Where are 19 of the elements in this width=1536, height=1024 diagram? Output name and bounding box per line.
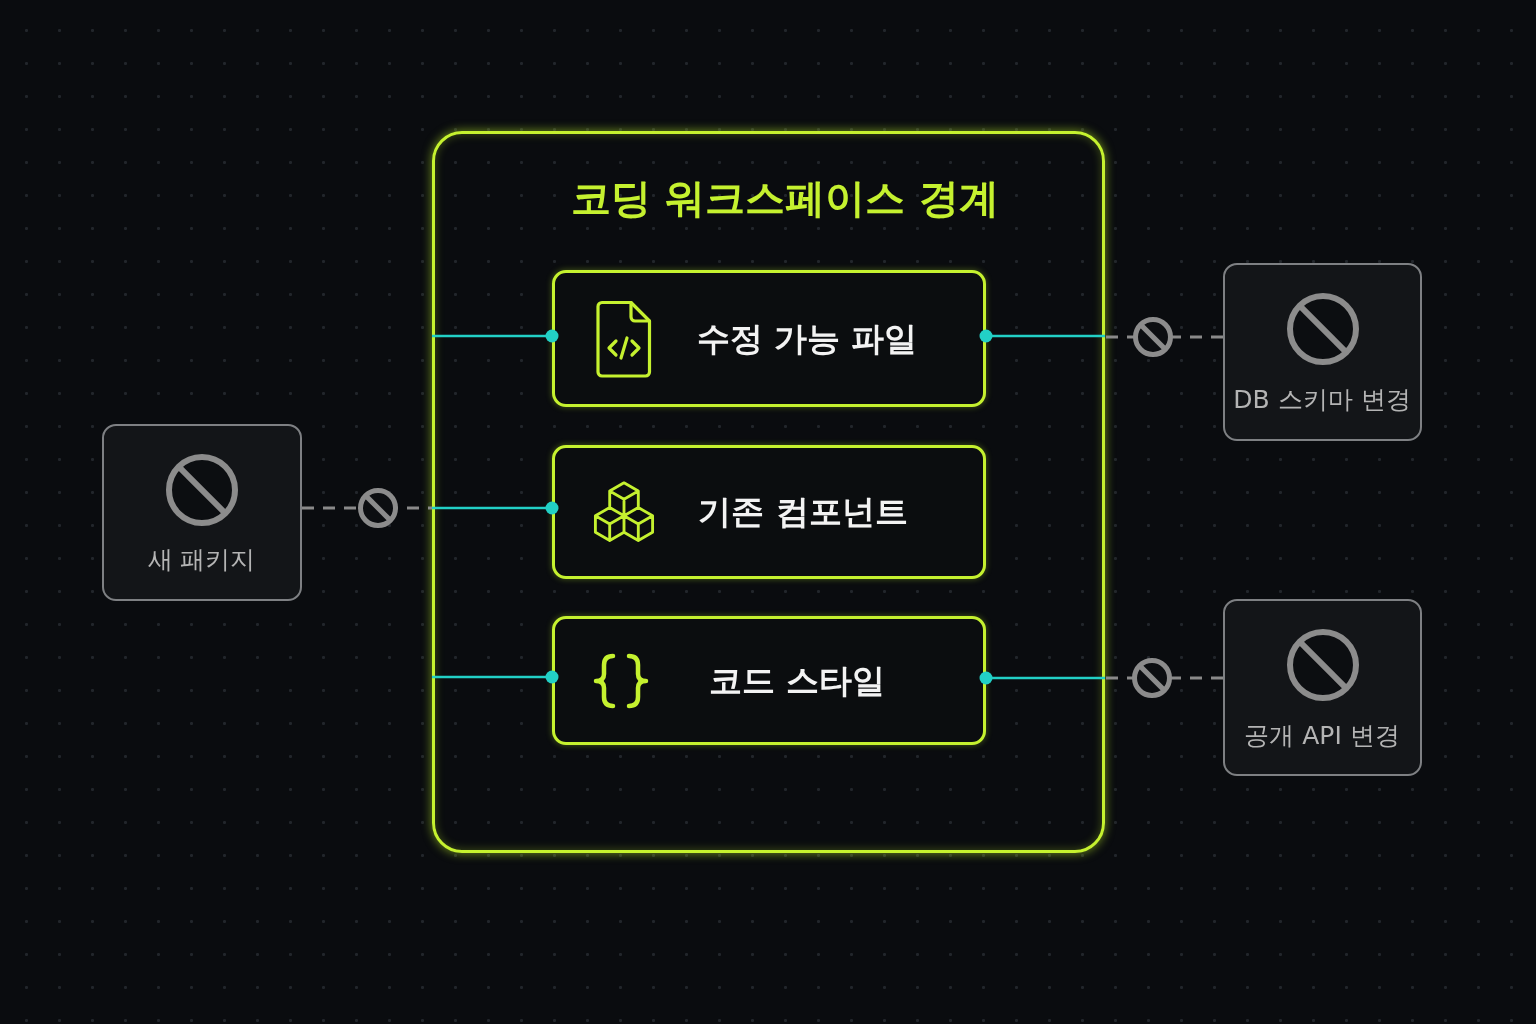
blocked-item-box bbox=[102, 424, 302, 601]
frame-title: 코딩 워크스페이스 경계 bbox=[571, 174, 999, 222]
box-label: 수정 가능 파일 bbox=[696, 318, 918, 359]
connector-line bbox=[432, 670, 559, 684]
item-box bbox=[552, 616, 986, 745]
box-label: 코드 스타일 bbox=[708, 660, 886, 701]
box-label: 공개 API 변경 bbox=[1244, 721, 1400, 751]
box-label: DB 스키마 변경 bbox=[1233, 385, 1411, 415]
connector-line bbox=[979, 671, 1105, 685]
box-label: 기존 컴포넌트 bbox=[698, 492, 908, 532]
blocked-item-box bbox=[1223, 263, 1422, 441]
boundary-frame bbox=[432, 131, 1105, 853]
blocked-item-box bbox=[1223, 599, 1422, 776]
item-box bbox=[552, 445, 986, 579]
box-label: 새 패키지 bbox=[147, 545, 256, 575]
connector-line bbox=[432, 501, 559, 515]
item-box bbox=[552, 270, 986, 407]
connector-line bbox=[979, 329, 1105, 343]
connector-line bbox=[432, 329, 559, 343]
